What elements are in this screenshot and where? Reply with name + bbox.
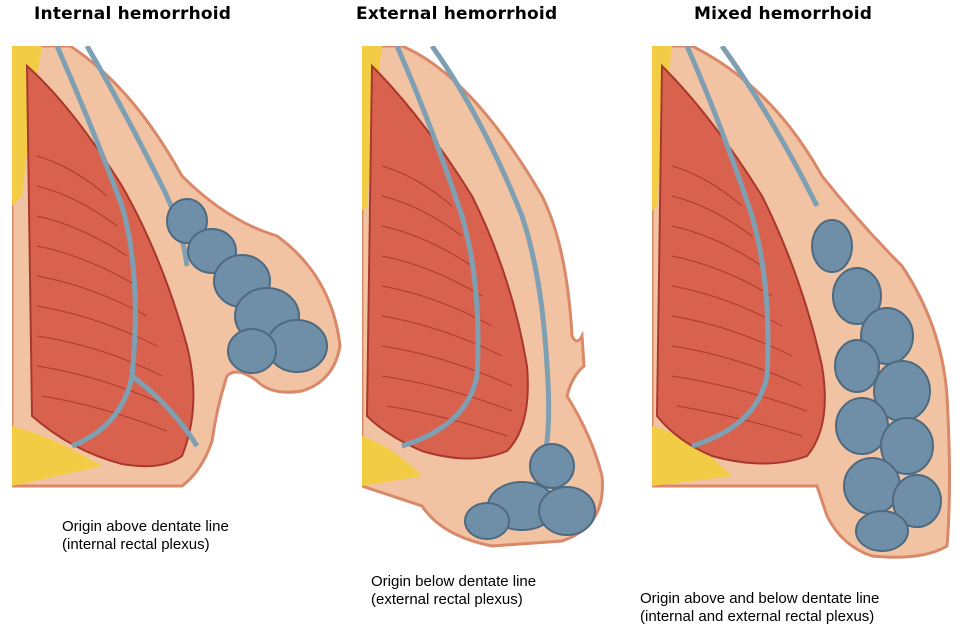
caption-mixed-line1: Origin above and below dentate line [640,590,879,608]
mixed-hemorrhoid-illustration [652,46,957,566]
panel-title-external: External hemorrhoid [356,4,557,24]
caption-internal-line1: Origin above dentate line [62,518,229,536]
caption-internal: Origin above dentate line (internal rect… [62,518,229,554]
caption-external-line2: (external rectal plexus) [371,591,536,609]
panel-title-internal: Internal hemorrhoid [34,4,231,24]
caption-external-line1: Origin below dentate line [371,573,536,591]
caption-external: Origin below dentate line (external rect… [371,573,536,609]
caption-mixed: Origin above and below dentate line (int… [640,590,879,626]
panel-title-mixed: Mixed hemorrhoid [694,4,872,24]
external-hemorrhoid-illustration [362,46,622,551]
internal-hemorrhoid-illustration [12,46,347,516]
caption-internal-line2: (internal rectal plexus) [62,536,229,554]
caption-mixed-line2: (internal and external rectal plexus) [640,608,879,626]
